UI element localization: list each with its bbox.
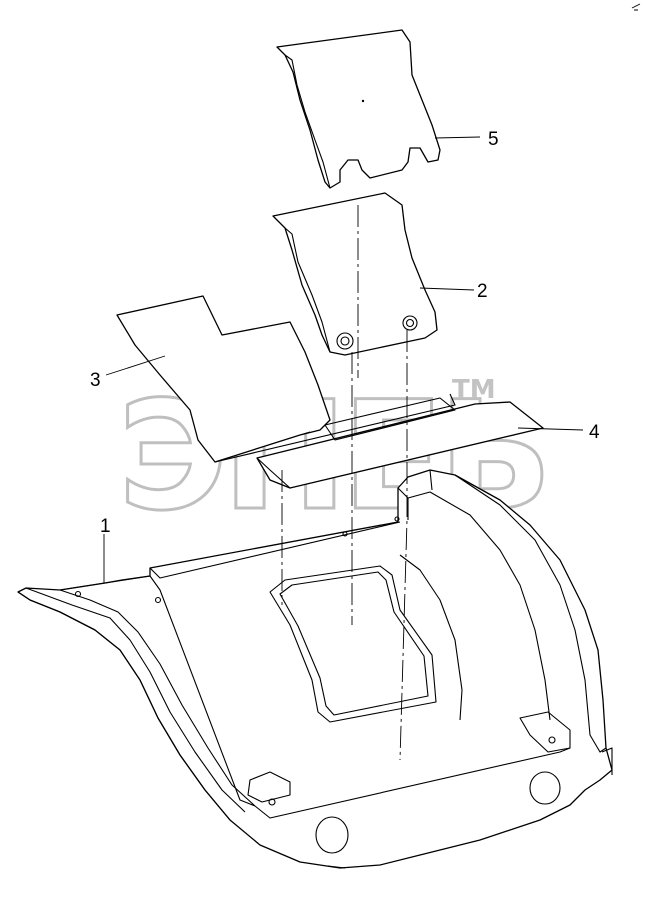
callout-1: 1 (100, 516, 111, 537)
corner-mark (631, 3, 641, 11)
callouts: 1 2 3 4 5 (90, 129, 600, 537)
callout-2: 2 (477, 281, 488, 302)
part-4-strip-mat (256, 397, 544, 489)
part-3-floor-mat (116, 295, 456, 463)
mounting-hole (315, 816, 349, 854)
leader-lines (103, 136, 584, 583)
watermark-trademark: TM (452, 375, 496, 405)
callout-5: 5 (488, 129, 499, 150)
pedal-opening (269, 565, 437, 723)
part-5-slotted-plate (276, 29, 441, 189)
part-2-cover-plate (272, 192, 438, 356)
callout-3: 3 (90, 370, 101, 391)
part-1-floor-frame (17, 469, 613, 869)
mounting-hole (529, 771, 561, 805)
assembly-axes (281, 205, 408, 761)
callout-4: 4 (589, 422, 600, 443)
